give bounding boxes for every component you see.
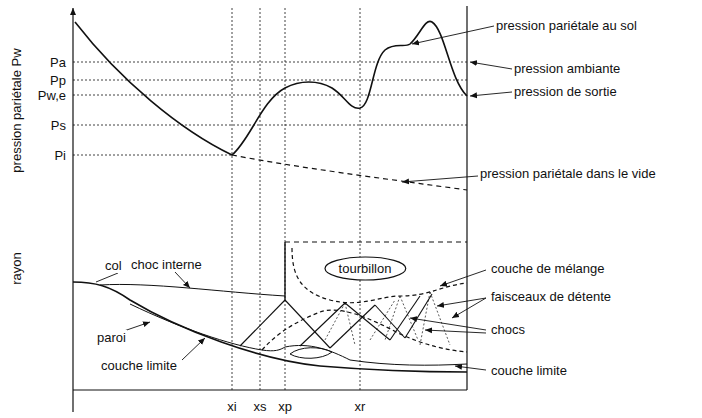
- pressure-level: Ps: [51, 118, 66, 133]
- part-label: chocs: [490, 322, 526, 337]
- pressure-level: Pw,e: [38, 88, 66, 103]
- part-label: choc interne: [130, 257, 203, 272]
- part-label: paroi: [96, 330, 127, 345]
- station-label: xs: [254, 399, 267, 414]
- part-label: col: [104, 258, 123, 273]
- station-label: xp: [278, 399, 292, 414]
- part-label: couche limite: [100, 358, 178, 373]
- pressure-level: Pp: [50, 73, 66, 88]
- axis-title: rayon: [9, 252, 24, 285]
- callout-label: pression pariétale au sol: [496, 18, 637, 33]
- vortex-ellipse: tourbillon: [324, 256, 407, 281]
- station-label: xi: [227, 399, 236, 414]
- pressure-level: Pa: [50, 55, 66, 70]
- vortex-label: tourbillon: [324, 261, 407, 276]
- part-label: faisceaux de détente: [490, 289, 612, 304]
- pressure-level: Pi: [54, 148, 66, 163]
- part-label: couche de mélange: [490, 261, 605, 276]
- station-label: xr: [355, 399, 366, 414]
- callout-label: pression ambiante: [514, 61, 620, 76]
- callout-label: pression pariétale dans le vide: [480, 166, 656, 181]
- part-label: couche limite: [490, 363, 568, 378]
- axis-title: pression pariétale Pw: [9, 48, 24, 172]
- callout-label: pression de sortie: [514, 84, 617, 99]
